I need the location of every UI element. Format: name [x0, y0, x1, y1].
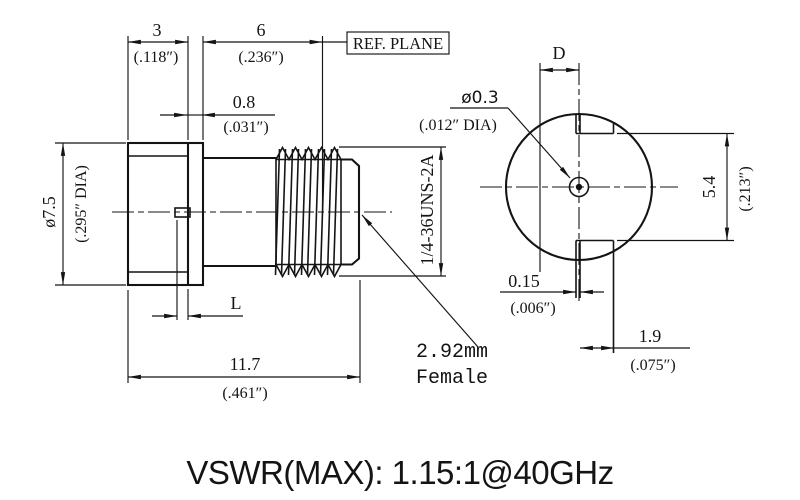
dim-overall-length-mm: 11.7	[230, 354, 261, 374]
dim-pin-dia-mm: ø0.3	[461, 88, 498, 108]
bottom-key-notch	[575, 239, 615, 353]
dim-key-width-mm: 1.9	[639, 326, 662, 346]
ref-plane-label: REF. PLANE	[353, 34, 443, 53]
ref-plane-box	[346, 31, 450, 55]
dim-flat-height-mm: 5.4	[699, 176, 719, 199]
end-view-geometry	[480, 63, 678, 353]
dim-pin-dia-inch: (.012″ DIA)	[419, 117, 497, 134]
dim-flange-width-inch: (.118″)	[134, 49, 179, 66]
dim-pin-depth-label: L	[231, 293, 242, 313]
dim-ref-offset-inch: (.236″)	[238, 49, 283, 66]
dim-wall-gap-inch: (.006″)	[510, 300, 555, 317]
dim-step-mm: 0.8	[233, 92, 256, 112]
dim-key-width-inch: (.075″)	[630, 357, 675, 374]
dim-slot-label: D	[553, 43, 566, 63]
connector-type-line1: 2.92mm	[416, 341, 488, 364]
dim-ref-offset-mm: 6	[257, 20, 266, 40]
thread-crest-top	[275, 145, 342, 162]
dim-flange-width-mm: 3	[153, 20, 162, 40]
vswr-note: VSWR(MAX): 1.15:1@40GHz	[186, 454, 613, 491]
connector-type-line2: Female	[416, 367, 488, 390]
dim-flat-height-inch: (.213″)	[737, 166, 754, 211]
side-view-dimensions: 3 (.118″) 6 (.236″) REF. PLANE 0.8 (.031…	[39, 20, 488, 402]
connector-type-leader	[361, 214, 479, 348]
pin-dia-leader	[507, 107, 571, 179]
dim-overall-length-inch: (.461″)	[222, 385, 267, 402]
dim-body-dia-mm: ø7.5	[39, 196, 59, 228]
side-view-geometry	[112, 141, 392, 287]
thread-crest-bottom	[275, 262, 342, 279]
dim-body-dia-inch: (.295″ DIA)	[73, 165, 90, 243]
thread-spec-label: 1/4-36UNS-2A	[417, 155, 437, 266]
dim-wall-gap-mm: 0.15	[508, 271, 540, 291]
extension-lines-side	[55, 36, 446, 383]
extension-lines-end	[617, 132, 734, 242]
top-key-notch	[575, 114, 615, 135]
end-view-dimensions: D ø0.3 (.012″ DIA) 5.4 (.213″) 0.15 (.00…	[419, 43, 754, 374]
dim-step-inch: (.031″)	[223, 119, 268, 136]
flange-outline	[126, 141, 205, 287]
